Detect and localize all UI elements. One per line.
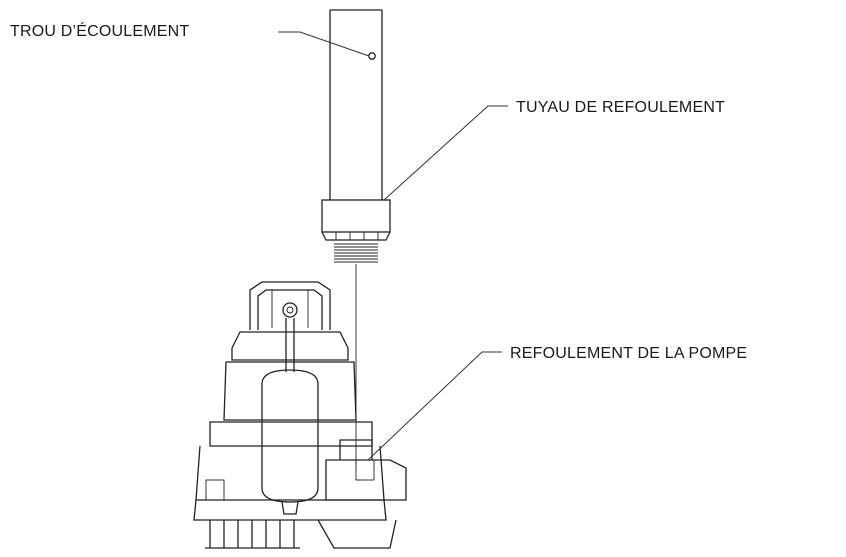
sump-pump: [193, 281, 407, 549]
discharge-pipe: [329, 9, 383, 200]
leader-drain-hole: [278, 31, 370, 57]
pipe-fitting: [321, 199, 391, 241]
drain-hole: [368, 52, 376, 60]
pipe-threads: [334, 243, 378, 263]
leader-pump-discharge: [367, 351, 502, 461]
label-pump-discharge: REFOULEMENT DE LA POMPE: [510, 345, 748, 362]
leader-discharge-pipe: [383, 105, 508, 201]
label-discharge-pipe: TUYAU DE REFOULEMENT: [516, 99, 726, 116]
label-drain-hole: TROU D’ÉCOULEMENT: [10, 23, 190, 40]
